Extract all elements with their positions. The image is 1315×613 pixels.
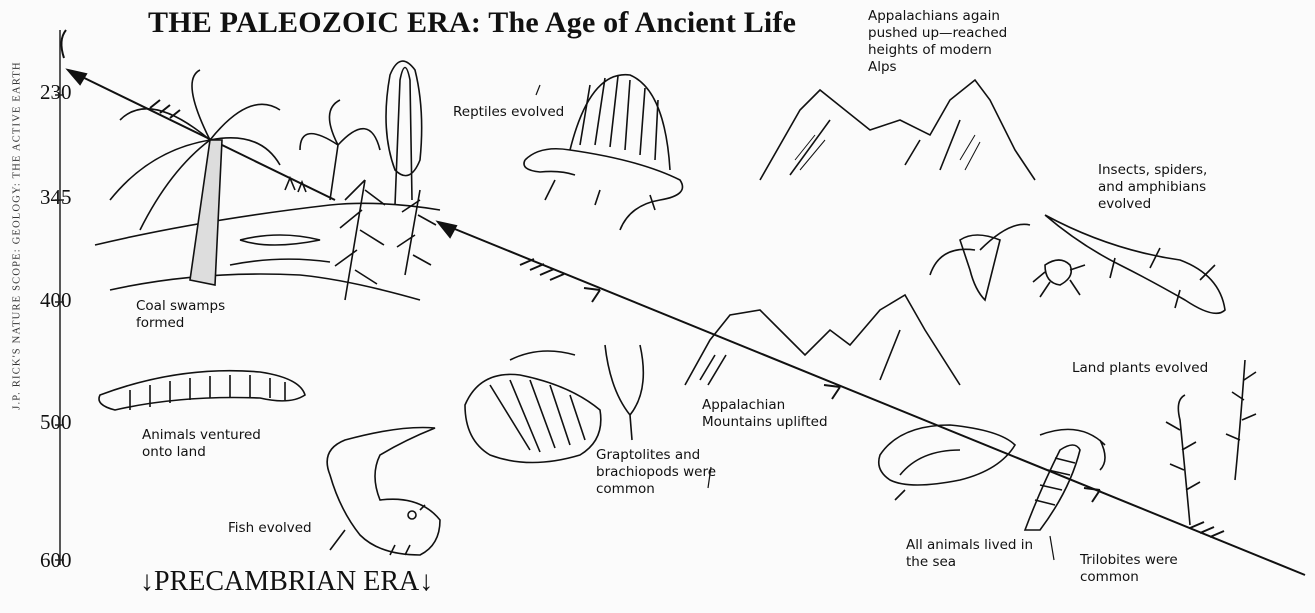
insects-amphibian-illustration (930, 215, 1225, 313)
sea-creatures-illustration (879, 425, 1105, 530)
label-animals-land: Animals ventured onto land (142, 427, 261, 461)
fish-illustration (327, 428, 440, 556)
brachiopods-graptolites-illustration (465, 345, 643, 463)
label-coal-swamps: Coal swamps formed (136, 298, 225, 332)
land-plants-illustration (1166, 360, 1256, 525)
label-trilobites: Trilobites were common (1080, 552, 1178, 586)
label-insects: Insects, spiders, and amphibians evolved (1098, 162, 1207, 213)
label-appalachian-uplift: Appalachian Mountains uplifted (702, 397, 828, 431)
animal-worm-illustration (99, 371, 305, 410)
label-appalachians-again: Appalachians again pushed up—reached hei… (868, 8, 1007, 76)
footer-era: ↓PRECAMBRIAN ERA↓ (140, 566, 433, 598)
label-graptolites: Graptolites and brachiopods were common (596, 447, 716, 498)
label-all-animals-sea: All animals lived in the sea (906, 537, 1033, 571)
label-fish: Fish evolved (228, 520, 312, 537)
time-axis-hook (61, 30, 66, 58)
footer-arrow-right: ↓ (419, 566, 433, 597)
coal-swamp-illustration (95, 61, 440, 300)
reptile-illustration (524, 75, 683, 230)
mountains-top-illustration (760, 80, 1035, 180)
timeline-arrow (68, 70, 1305, 575)
footer-arrow-left: ↓ (140, 566, 154, 597)
label-reptiles: Reptiles evolved (453, 104, 564, 121)
footer-era-label: PRECAMBRIAN ERA (154, 566, 419, 597)
label-land-plants: Land plants evolved (1072, 360, 1208, 377)
